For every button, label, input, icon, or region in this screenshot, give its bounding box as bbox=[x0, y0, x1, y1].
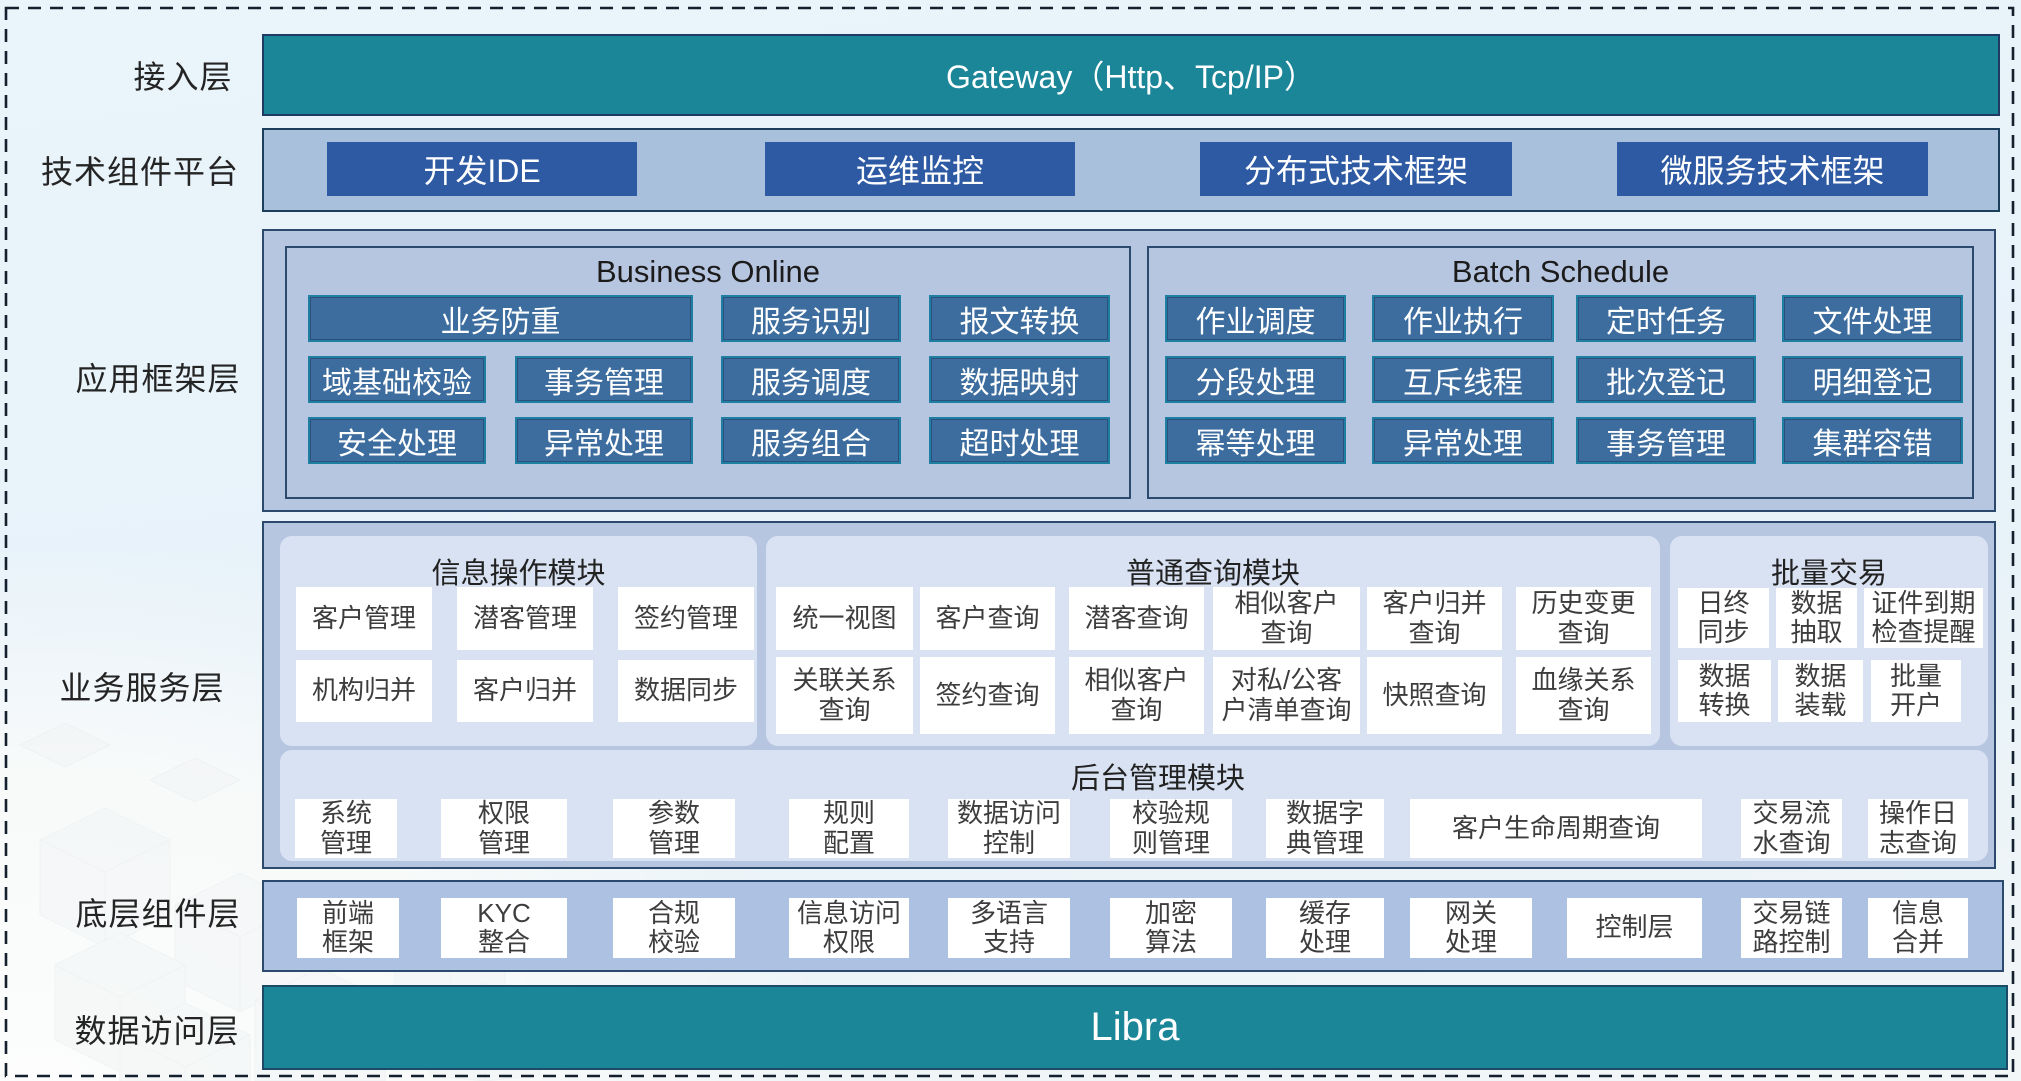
business-online-button[interactable]: 安全处理 bbox=[308, 417, 486, 464]
business-online-button[interactable]: 异常处理 bbox=[515, 417, 693, 464]
business-online-button[interactable]: 报文转换 bbox=[929, 295, 1110, 342]
common-query-button[interactable]: 客户查询 bbox=[920, 587, 1055, 650]
common-query-button[interactable]: 签约查询 bbox=[920, 657, 1055, 734]
common-query-button[interactable]: 相似客户 查询 bbox=[1069, 657, 1204, 734]
batch-transaction-button[interactable]: 数据 抽取 bbox=[1776, 588, 1857, 648]
admin-button[interactable]: 客户生命周期查询 bbox=[1410, 799, 1702, 858]
layer-label-data-access: 数据访问层 bbox=[74, 1013, 240, 1049]
batch-schedule-box: Batch Schedule 作业调度 作业执行 定时任务 文件处理 分段处理 … bbox=[1147, 246, 1974, 499]
batch-schedule-button[interactable]: 集群容错 bbox=[1782, 417, 1963, 464]
base-component-button[interactable]: 加密 算法 bbox=[1110, 898, 1232, 958]
admin-button[interactable]: 规则 配置 bbox=[789, 798, 909, 858]
layer-label-access: 接入层 bbox=[133, 59, 233, 95]
info-operation-module: 信息操作模块 客户管理 潜客管理 签约管理 机构归并 客户归并 数据同步 bbox=[280, 536, 757, 746]
layer-label-tech-platform: 技术组件平台 bbox=[40, 154, 240, 190]
base-component-button[interactable]: 合规 校验 bbox=[613, 898, 735, 958]
business-service-panel: 信息操作模块 客户管理 潜客管理 签约管理 机构归并 客户归并 数据同步 普通查… bbox=[262, 521, 1996, 869]
batch-schedule-title: Batch Schedule bbox=[1451, 254, 1670, 289]
common-query-button[interactable]: 关联关系 查询 bbox=[776, 657, 913, 734]
batch-transaction-button[interactable]: 数据 装载 bbox=[1778, 660, 1863, 722]
batch-transaction-title: 批量交易 bbox=[1770, 558, 1887, 590]
layer-label-app-framework: 应用框架层 bbox=[75, 361, 241, 397]
info-operation-button[interactable]: 签约管理 bbox=[618, 587, 754, 650]
tech-button-microservice-framework[interactable]: 微服务技术框架 bbox=[1617, 142, 1928, 196]
batch-transaction-module: 批量交易 日终 同步 数据 抽取 证件到期 检查提醒 数据 转换 数据 装载 批… bbox=[1670, 536, 1988, 746]
base-component-button[interactable]: 控制层 bbox=[1567, 898, 1702, 958]
common-query-title: 普通查询模块 bbox=[1125, 558, 1300, 590]
base-component-button[interactable]: 交易链 路控制 bbox=[1741, 898, 1842, 958]
admin-button[interactable]: 系统 管理 bbox=[295, 798, 397, 858]
common-query-button[interactable]: 潜客查询 bbox=[1069, 587, 1204, 650]
batch-transaction-button[interactable]: 批量 开户 bbox=[1871, 660, 1961, 722]
business-online-button[interactable]: 事务管理 bbox=[515, 356, 693, 403]
batch-transaction-button[interactable]: 日终 同步 bbox=[1678, 588, 1769, 648]
data-access-bar[interactable]: Libra bbox=[262, 985, 2008, 1070]
business-online-button[interactable]: 服务组合 bbox=[721, 417, 901, 464]
batch-schedule-button[interactable]: 定时任务 bbox=[1576, 295, 1756, 342]
batch-schedule-button[interactable]: 文件处理 bbox=[1782, 295, 1963, 342]
base-component-button[interactable]: KYC 整合 bbox=[441, 898, 567, 958]
batch-transaction-button[interactable]: 证件到期 检查提醒 bbox=[1864, 588, 1983, 648]
admin-module: 后台管理模块 系统 管理 权限 管理 参数 管理 规则 配置 数据访问 控制 校… bbox=[280, 750, 1988, 861]
tech-button-ops-monitor[interactable]: 运维监控 bbox=[765, 142, 1075, 196]
tech-platform-bar: 开发IDE 运维监控 分布式技术框架 微服务技术框架 bbox=[262, 128, 2000, 212]
business-online-title: Business Online bbox=[595, 254, 820, 289]
info-operation-button[interactable]: 机构归并 bbox=[296, 660, 432, 722]
admin-button[interactable]: 数据字 典管理 bbox=[1266, 798, 1384, 858]
tech-button-dev-ide[interactable]: 开发IDE bbox=[327, 142, 637, 196]
admin-button[interactable]: 权限 管理 bbox=[441, 798, 567, 858]
base-component-button[interactable]: 缓存 处理 bbox=[1266, 898, 1384, 958]
info-operation-button[interactable]: 潜客管理 bbox=[457, 587, 593, 650]
base-component-button[interactable]: 信息 合并 bbox=[1868, 898, 1968, 958]
business-online-button[interactable]: 业务防重 bbox=[308, 295, 693, 342]
admin-button[interactable]: 数据访问 控制 bbox=[948, 798, 1070, 858]
batch-schedule-button[interactable]: 事务管理 bbox=[1576, 417, 1756, 464]
layer-label-business-service: 业务服务层 bbox=[59, 670, 225, 706]
business-online-button[interactable]: 超时处理 bbox=[929, 417, 1110, 464]
batch-schedule-button[interactable]: 批次登记 bbox=[1576, 356, 1756, 403]
business-online-button[interactable]: 服务识别 bbox=[721, 295, 901, 342]
business-online-button[interactable]: 服务调度 bbox=[721, 356, 901, 403]
business-online-box: Business Online 业务防重 服务识别 报文转换 域基础校验 事务管… bbox=[285, 246, 1131, 499]
batch-schedule-button[interactable]: 分段处理 bbox=[1165, 356, 1346, 403]
common-query-button[interactable]: 相似客户 查询 bbox=[1213, 587, 1360, 650]
gateway-label: Gateway（Http、Tcp/IP） bbox=[946, 59, 1316, 95]
base-component-button[interactable]: 多语言 支持 bbox=[948, 898, 1070, 958]
batch-schedule-button[interactable]: 作业调度 bbox=[1165, 295, 1346, 342]
info-operation-title: 信息操作模块 bbox=[431, 558, 606, 590]
gateway-bar[interactable]: Gateway（Http、Tcp/IP） bbox=[262, 34, 2000, 116]
common-query-button[interactable]: 快照查询 bbox=[1367, 657, 1502, 734]
base-component-button[interactable]: 信息访问 权限 bbox=[789, 898, 909, 958]
common-query-button[interactable]: 血缘关系 查询 bbox=[1516, 657, 1651, 734]
info-operation-button[interactable]: 数据同步 bbox=[618, 660, 754, 722]
base-component-button[interactable]: 前端 框架 bbox=[297, 898, 399, 958]
base-component-button[interactable]: 网关 处理 bbox=[1410, 898, 1532, 958]
common-query-button[interactable]: 对私/公客 户清单查询 bbox=[1213, 657, 1360, 734]
app-framework-panel: Business Online 业务防重 服务识别 报文转换 域基础校验 事务管… bbox=[262, 229, 1996, 512]
tech-button-distributed-framework[interactable]: 分布式技术框架 bbox=[1200, 142, 1512, 196]
batch-schedule-button[interactable]: 明细登记 bbox=[1782, 356, 1963, 403]
layer-label-base-component: 底层组件层 bbox=[75, 896, 241, 932]
batch-schedule-button[interactable]: 异常处理 bbox=[1372, 417, 1554, 464]
base-component-bar: 前端 框架 KYC 整合 合规 校验 信息访问 权限 多语言 支持 加密 算法 … bbox=[262, 880, 2004, 972]
info-operation-button[interactable]: 客户管理 bbox=[296, 587, 432, 650]
common-query-module: 普通查询模块 统一视图 客户查询 潜客查询 相似客户 查询 客户归并 查询 历史… bbox=[766, 536, 1660, 746]
common-query-button[interactable]: 客户归并 查询 bbox=[1367, 587, 1502, 650]
batch-transaction-button[interactable]: 数据 转换 bbox=[1678, 660, 1771, 722]
admin-module-title: 后台管理模块 bbox=[1070, 763, 1245, 795]
admin-button[interactable]: 校验规 则管理 bbox=[1110, 798, 1232, 858]
info-operation-button[interactable]: 客户归并 bbox=[457, 660, 593, 722]
common-query-button[interactable]: 统一视图 bbox=[776, 587, 913, 650]
batch-schedule-button[interactable]: 作业执行 bbox=[1372, 295, 1554, 342]
business-online-button[interactable]: 域基础校验 bbox=[308, 356, 486, 403]
admin-button[interactable]: 交易流 水查询 bbox=[1741, 798, 1842, 858]
batch-schedule-button[interactable]: 幂等处理 bbox=[1165, 417, 1346, 464]
admin-button[interactable]: 参数 管理 bbox=[613, 798, 735, 858]
data-access-label: Libra bbox=[1090, 1005, 1180, 1049]
common-query-button[interactable]: 历史变更 查询 bbox=[1516, 587, 1651, 650]
business-online-button[interactable]: 数据映射 bbox=[929, 356, 1110, 403]
admin-button[interactable]: 操作日 志查询 bbox=[1868, 798, 1968, 858]
batch-schedule-button[interactable]: 互斥线程 bbox=[1372, 356, 1554, 403]
